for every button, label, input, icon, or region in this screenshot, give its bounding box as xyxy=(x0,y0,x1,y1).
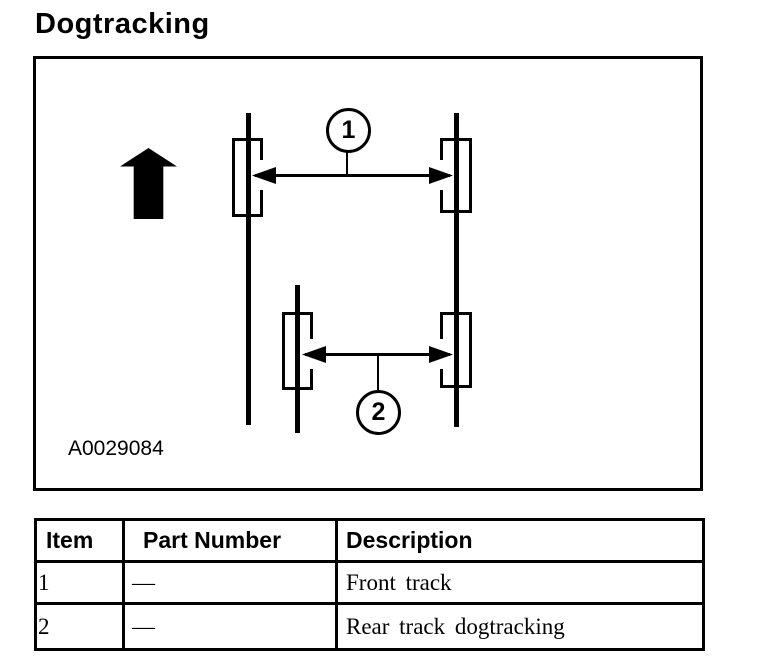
table-header-row: Item Part Number Description xyxy=(34,518,705,563)
dogtracking-figure: 1 2 A0029084 xyxy=(33,56,703,491)
callout-1-leader-line xyxy=(346,152,348,176)
callout-1-number: 1 xyxy=(341,116,356,144)
callout-2-leader-line xyxy=(377,354,379,391)
front-left-track-line xyxy=(246,113,251,425)
cell-item: 2 xyxy=(34,602,125,651)
arrowhead-left-icon xyxy=(302,346,326,363)
rear-left-track-line xyxy=(295,285,300,433)
callout-2-number: 2 xyxy=(371,398,386,426)
column-header-description: Description xyxy=(335,518,705,563)
table-row: 2 — Rear track dogtracking xyxy=(34,602,705,651)
arrowhead-right-icon xyxy=(429,167,453,184)
front-track-dimension-arrow xyxy=(252,167,453,184)
arrowhead-right-icon xyxy=(429,346,453,363)
column-header-part-number: Part Number xyxy=(122,518,338,563)
right-track-line xyxy=(454,113,459,427)
callout-2-balloon: 2 xyxy=(356,390,401,435)
cell-description: Rear track dogtracking xyxy=(335,602,705,651)
table-row: 1 — Front track xyxy=(34,560,705,605)
page-title: Dogtracking xyxy=(35,8,210,40)
cell-part-number: — xyxy=(122,560,338,605)
arrow-shaft xyxy=(255,174,450,177)
column-header-item: Item xyxy=(34,518,125,563)
arrowhead-left-icon xyxy=(252,167,276,184)
parts-table: Item Part Number Description 1 — Front t… xyxy=(34,518,705,651)
cell-description: Front track xyxy=(335,560,705,605)
cell-item: 1 xyxy=(34,560,125,605)
figure-code: A0029084 xyxy=(68,437,164,460)
callout-1-balloon: 1 xyxy=(326,108,371,153)
direction-of-travel-up-arrow-icon xyxy=(120,148,177,219)
cell-part-number: — xyxy=(122,602,338,651)
